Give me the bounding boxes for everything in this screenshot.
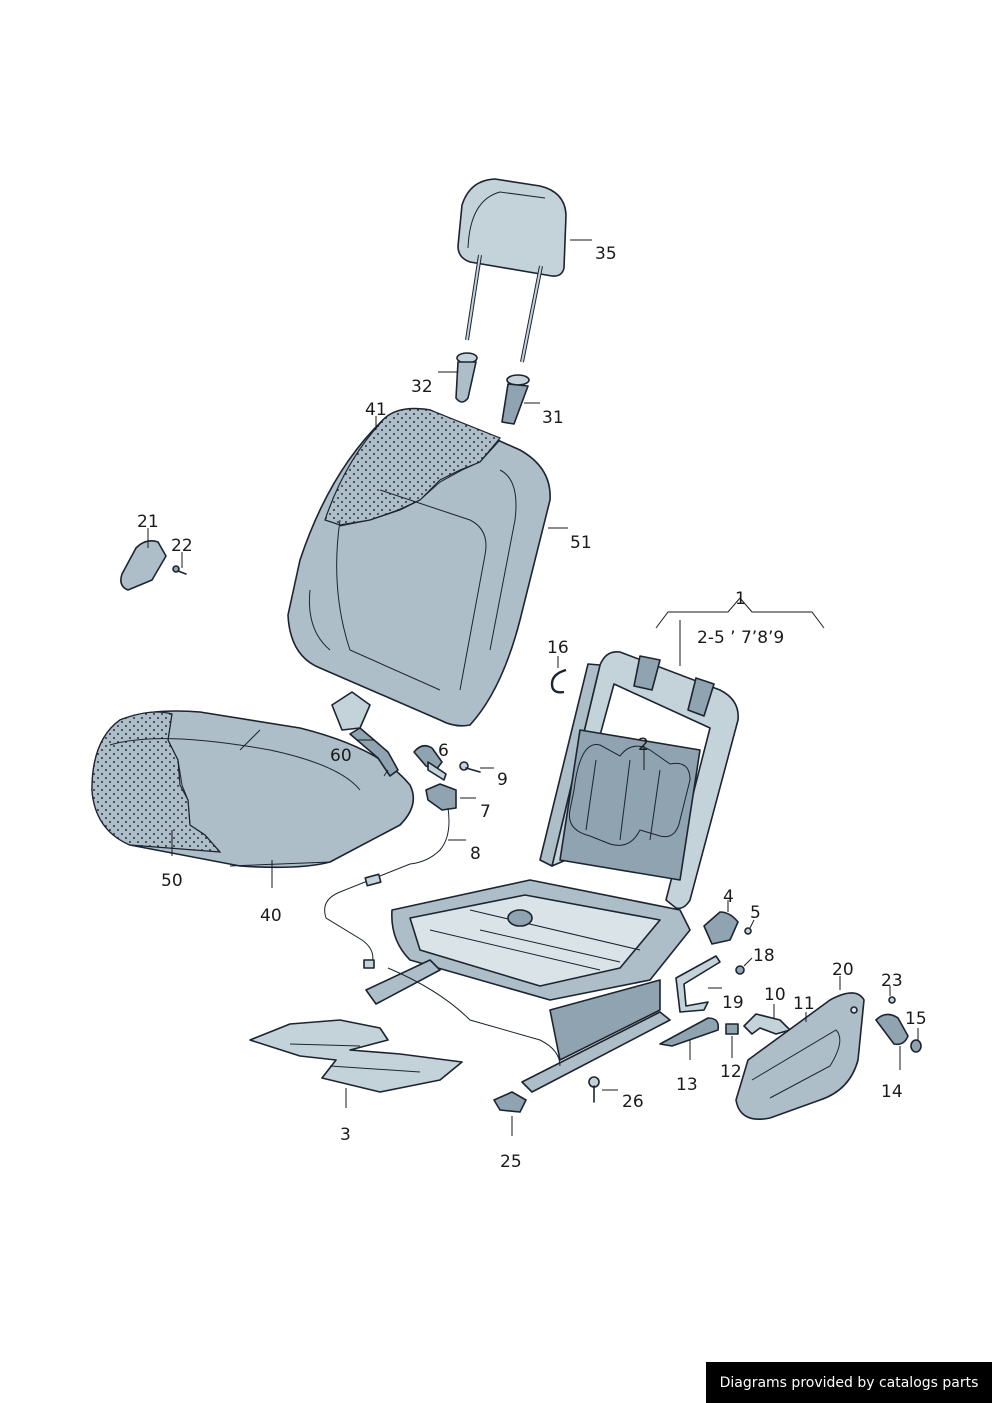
label-22: 22 (171, 536, 193, 556)
label-26: 26 (622, 1092, 644, 1112)
small-parts-center (324, 744, 481, 969)
label-15: 15 (905, 1009, 927, 1029)
recliner-parts (703, 911, 752, 945)
label-51: 51 (570, 533, 592, 553)
label-23: 23 (881, 971, 903, 991)
label-41: 41 (365, 400, 387, 420)
label-40: 40 (260, 906, 282, 926)
seat-frame (365, 650, 739, 1093)
label-20: 20 (832, 960, 854, 980)
label-21: 21 (137, 512, 159, 532)
label-25: 25 (500, 1152, 522, 1172)
label-1-sub: 2-5 ’ 7’8’9 (697, 628, 784, 648)
label-3: 3 (340, 1125, 351, 1145)
label-4: 4 (723, 887, 734, 907)
headrest (457, 178, 567, 363)
bracket-19 (675, 955, 745, 1013)
label-32: 32 (411, 377, 433, 397)
label-11: 11 (793, 994, 815, 1014)
clip-16 (550, 668, 567, 694)
headrest-guide-left (455, 352, 478, 403)
seat-mat (249, 1019, 463, 1093)
label-7: 7 (480, 802, 491, 822)
label-13: 13 (676, 1075, 698, 1095)
credit-banner: Diagrams provided by catalogs parts (706, 1362, 992, 1403)
label-35: 35 (595, 244, 617, 264)
side-trim-20 (735, 992, 865, 1120)
screw-26 (588, 1076, 600, 1103)
headrest-guide-right (501, 374, 530, 425)
label-50: 50 (161, 871, 183, 891)
label-14: 14 (881, 1082, 903, 1102)
label-6: 6 (438, 741, 449, 761)
label-2: 2 (638, 735, 649, 755)
clip-25 (493, 1091, 527, 1113)
leader-lines (147, 239, 919, 1136)
handle-14 (875, 996, 922, 1053)
label-19: 19 (722, 993, 744, 1013)
label-1: 1 (735, 589, 746, 609)
part-labels: 35 32 31 41 51 1 2-5 ’ 7’8’9 2 21 22 16 … (137, 244, 927, 1172)
backrest (287, 407, 551, 727)
label-18: 18 (753, 946, 775, 966)
label-8: 8 (470, 844, 481, 864)
label-31: 31 (542, 408, 564, 428)
label-9: 9 (497, 770, 508, 790)
bracket-21 (120, 540, 187, 591)
label-10: 10 (764, 985, 786, 1005)
label-12: 12 (720, 1062, 742, 1082)
label-5: 5 (750, 903, 761, 923)
seat-cushion (91, 710, 415, 869)
label-16: 16 (547, 638, 569, 658)
label-60: 60 (330, 746, 352, 766)
trim-parts (659, 1013, 808, 1047)
